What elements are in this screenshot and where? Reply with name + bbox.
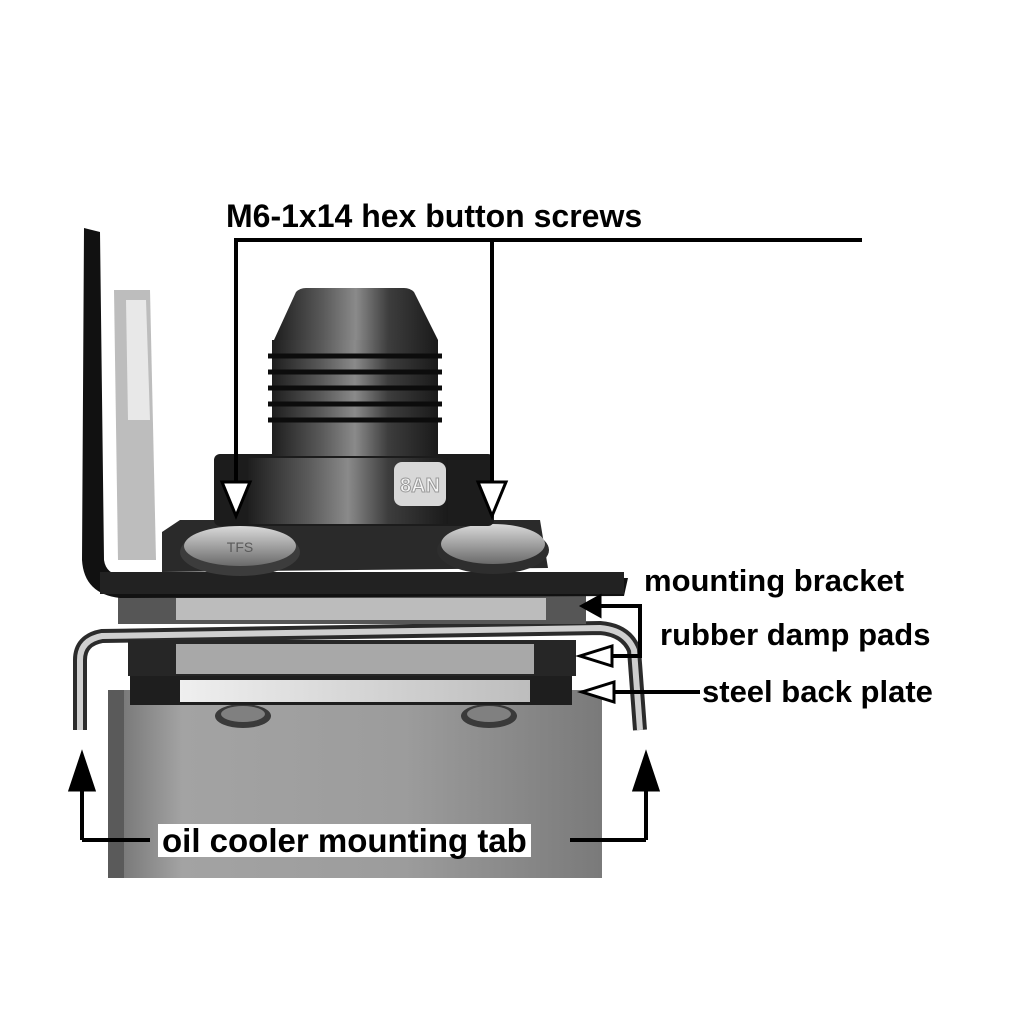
label-oil-cooler-mounting-tab: oil cooler mounting tab bbox=[158, 824, 531, 857]
label-hex-button-screws: M6-1x14 hex button screws bbox=[226, 198, 643, 234]
label-mounting-bracket: mounting bracket bbox=[644, 563, 905, 598]
mounting-bracket bbox=[82, 228, 628, 598]
hex-button-screw-right bbox=[437, 524, 549, 574]
body-bolts bbox=[215, 704, 517, 728]
an-fitting-threads bbox=[268, 340, 442, 456]
rubber-damp-pads bbox=[118, 594, 586, 676]
oil-cooler-mounting-tab bbox=[73, 620, 647, 731]
steel-back-plate bbox=[130, 675, 572, 705]
label-rubber-damp-pads: rubber damp pads bbox=[660, 617, 931, 652]
an-fitting-hex bbox=[214, 454, 494, 526]
label-steel-back-plate: steel back plate bbox=[702, 674, 933, 709]
hex-button-screw-left bbox=[180, 526, 300, 576]
washer-marking: TFS bbox=[227, 539, 253, 555]
an-fitting-cone bbox=[274, 288, 438, 340]
callout-lines bbox=[80, 238, 862, 842]
callout-arrowheads bbox=[67, 480, 661, 792]
fitting-marking: 8AN bbox=[400, 475, 440, 497]
